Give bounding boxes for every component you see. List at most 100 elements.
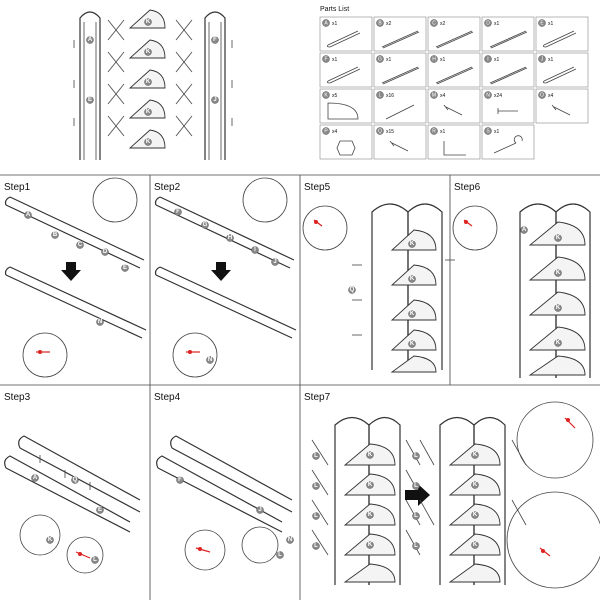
svg-text:E: E <box>123 265 127 271</box>
part-badge <box>430 91 438 99</box>
svg-text:K: K <box>146 19 151 25</box>
part-glyph <box>489 30 528 49</box>
part-badge <box>484 91 492 99</box>
svg-text:F: F <box>178 477 182 483</box>
part-letter: E <box>540 21 544 27</box>
part-qty: x4 <box>332 129 338 135</box>
part-glyph <box>385 104 415 120</box>
part-letter: L <box>379 93 382 99</box>
part-letter: J <box>541 57 544 63</box>
part-glyph <box>489 66 528 85</box>
part-glyph <box>336 140 356 156</box>
part-qty: x24 <box>494 93 502 99</box>
svg-text:K: K <box>146 49 151 55</box>
part-glyph <box>381 30 420 49</box>
svg-text:F: F <box>213 37 217 43</box>
svg-text:K: K <box>146 109 151 115</box>
part-glyph <box>389 140 409 152</box>
step5-panel: Step5 Q K K K K <box>302 182 455 373</box>
svg-text:K: K <box>410 241 415 247</box>
part-badge <box>430 19 438 27</box>
svg-text:K: K <box>556 235 561 241</box>
part-letter: P <box>324 129 328 135</box>
svg-text:L: L <box>278 552 282 558</box>
part-letter: R <box>432 129 436 135</box>
svg-text:K: K <box>410 311 415 317</box>
part-glyph <box>493 135 523 154</box>
part-glyph <box>443 141 466 156</box>
part-letter: N <box>486 93 490 99</box>
svg-text:A: A <box>33 475 38 481</box>
part-letter: C <box>432 21 436 27</box>
svg-text:F: F <box>176 209 180 215</box>
part-letter: O <box>540 93 544 99</box>
part-qty: x1 <box>494 21 500 27</box>
svg-text:E: E <box>88 97 92 103</box>
part-glyph <box>443 104 463 116</box>
svg-text:Q: Q <box>350 287 355 293</box>
svg-text:I: I <box>254 247 256 253</box>
part-qty: x1 <box>494 57 500 63</box>
part-glyph <box>327 102 359 120</box>
svg-text:K: K <box>410 341 415 347</box>
svg-text:K: K <box>473 482 478 488</box>
svg-text:N: N <box>288 537 292 543</box>
exploded-overview: A E F J K K K K K <box>73 9 233 160</box>
step6-panel: Step6 A K K K K <box>452 182 591 378</box>
part-letter: M <box>432 93 436 99</box>
svg-text:J: J <box>213 97 216 103</box>
step2-panel: Step2 F G H I J N <box>154 177 297 378</box>
step1-panel: Step1 A B C D E N <box>4 177 147 378</box>
part-badge <box>538 55 546 63</box>
part-qty: x2 <box>440 21 446 27</box>
part-badge <box>322 55 330 63</box>
part-letter: K <box>324 93 328 99</box>
panel-dividers <box>0 174 600 600</box>
svg-text:H: H <box>228 235 232 241</box>
part-badge <box>484 55 492 63</box>
part-letter: D <box>486 21 490 27</box>
svg-text:K: K <box>368 512 373 518</box>
svg-text:A: A <box>88 37 93 43</box>
part-badge <box>376 19 384 27</box>
part-glyph <box>435 30 474 49</box>
part-qty: x1 <box>548 57 554 63</box>
step2-label: Step2 <box>154 182 181 193</box>
svg-text:E: E <box>98 507 102 513</box>
part-glyph <box>435 66 474 85</box>
svg-text:L: L <box>414 543 418 549</box>
svg-text:A: A <box>26 212 31 218</box>
svg-text:N: N <box>98 319 102 325</box>
svg-text:K: K <box>410 276 415 282</box>
svg-text:L: L <box>414 453 418 459</box>
svg-text:J: J <box>258 507 261 513</box>
svg-text:K: K <box>473 512 478 518</box>
part-badge <box>538 19 546 27</box>
svg-text:C: C <box>78 242 83 248</box>
svg-text:Q: Q <box>73 477 78 483</box>
part-qty: x1 <box>548 21 554 27</box>
part-letter: A <box>324 21 328 27</box>
part-badge <box>376 55 384 63</box>
part-badge <box>376 127 384 135</box>
part-qty: x4 <box>440 93 446 99</box>
step7-panel: Step7 K <box>304 392 600 589</box>
svg-text:L: L <box>314 543 318 549</box>
svg-text:K: K <box>368 482 373 488</box>
part-letter: B <box>378 21 382 27</box>
part-badge <box>322 127 330 135</box>
